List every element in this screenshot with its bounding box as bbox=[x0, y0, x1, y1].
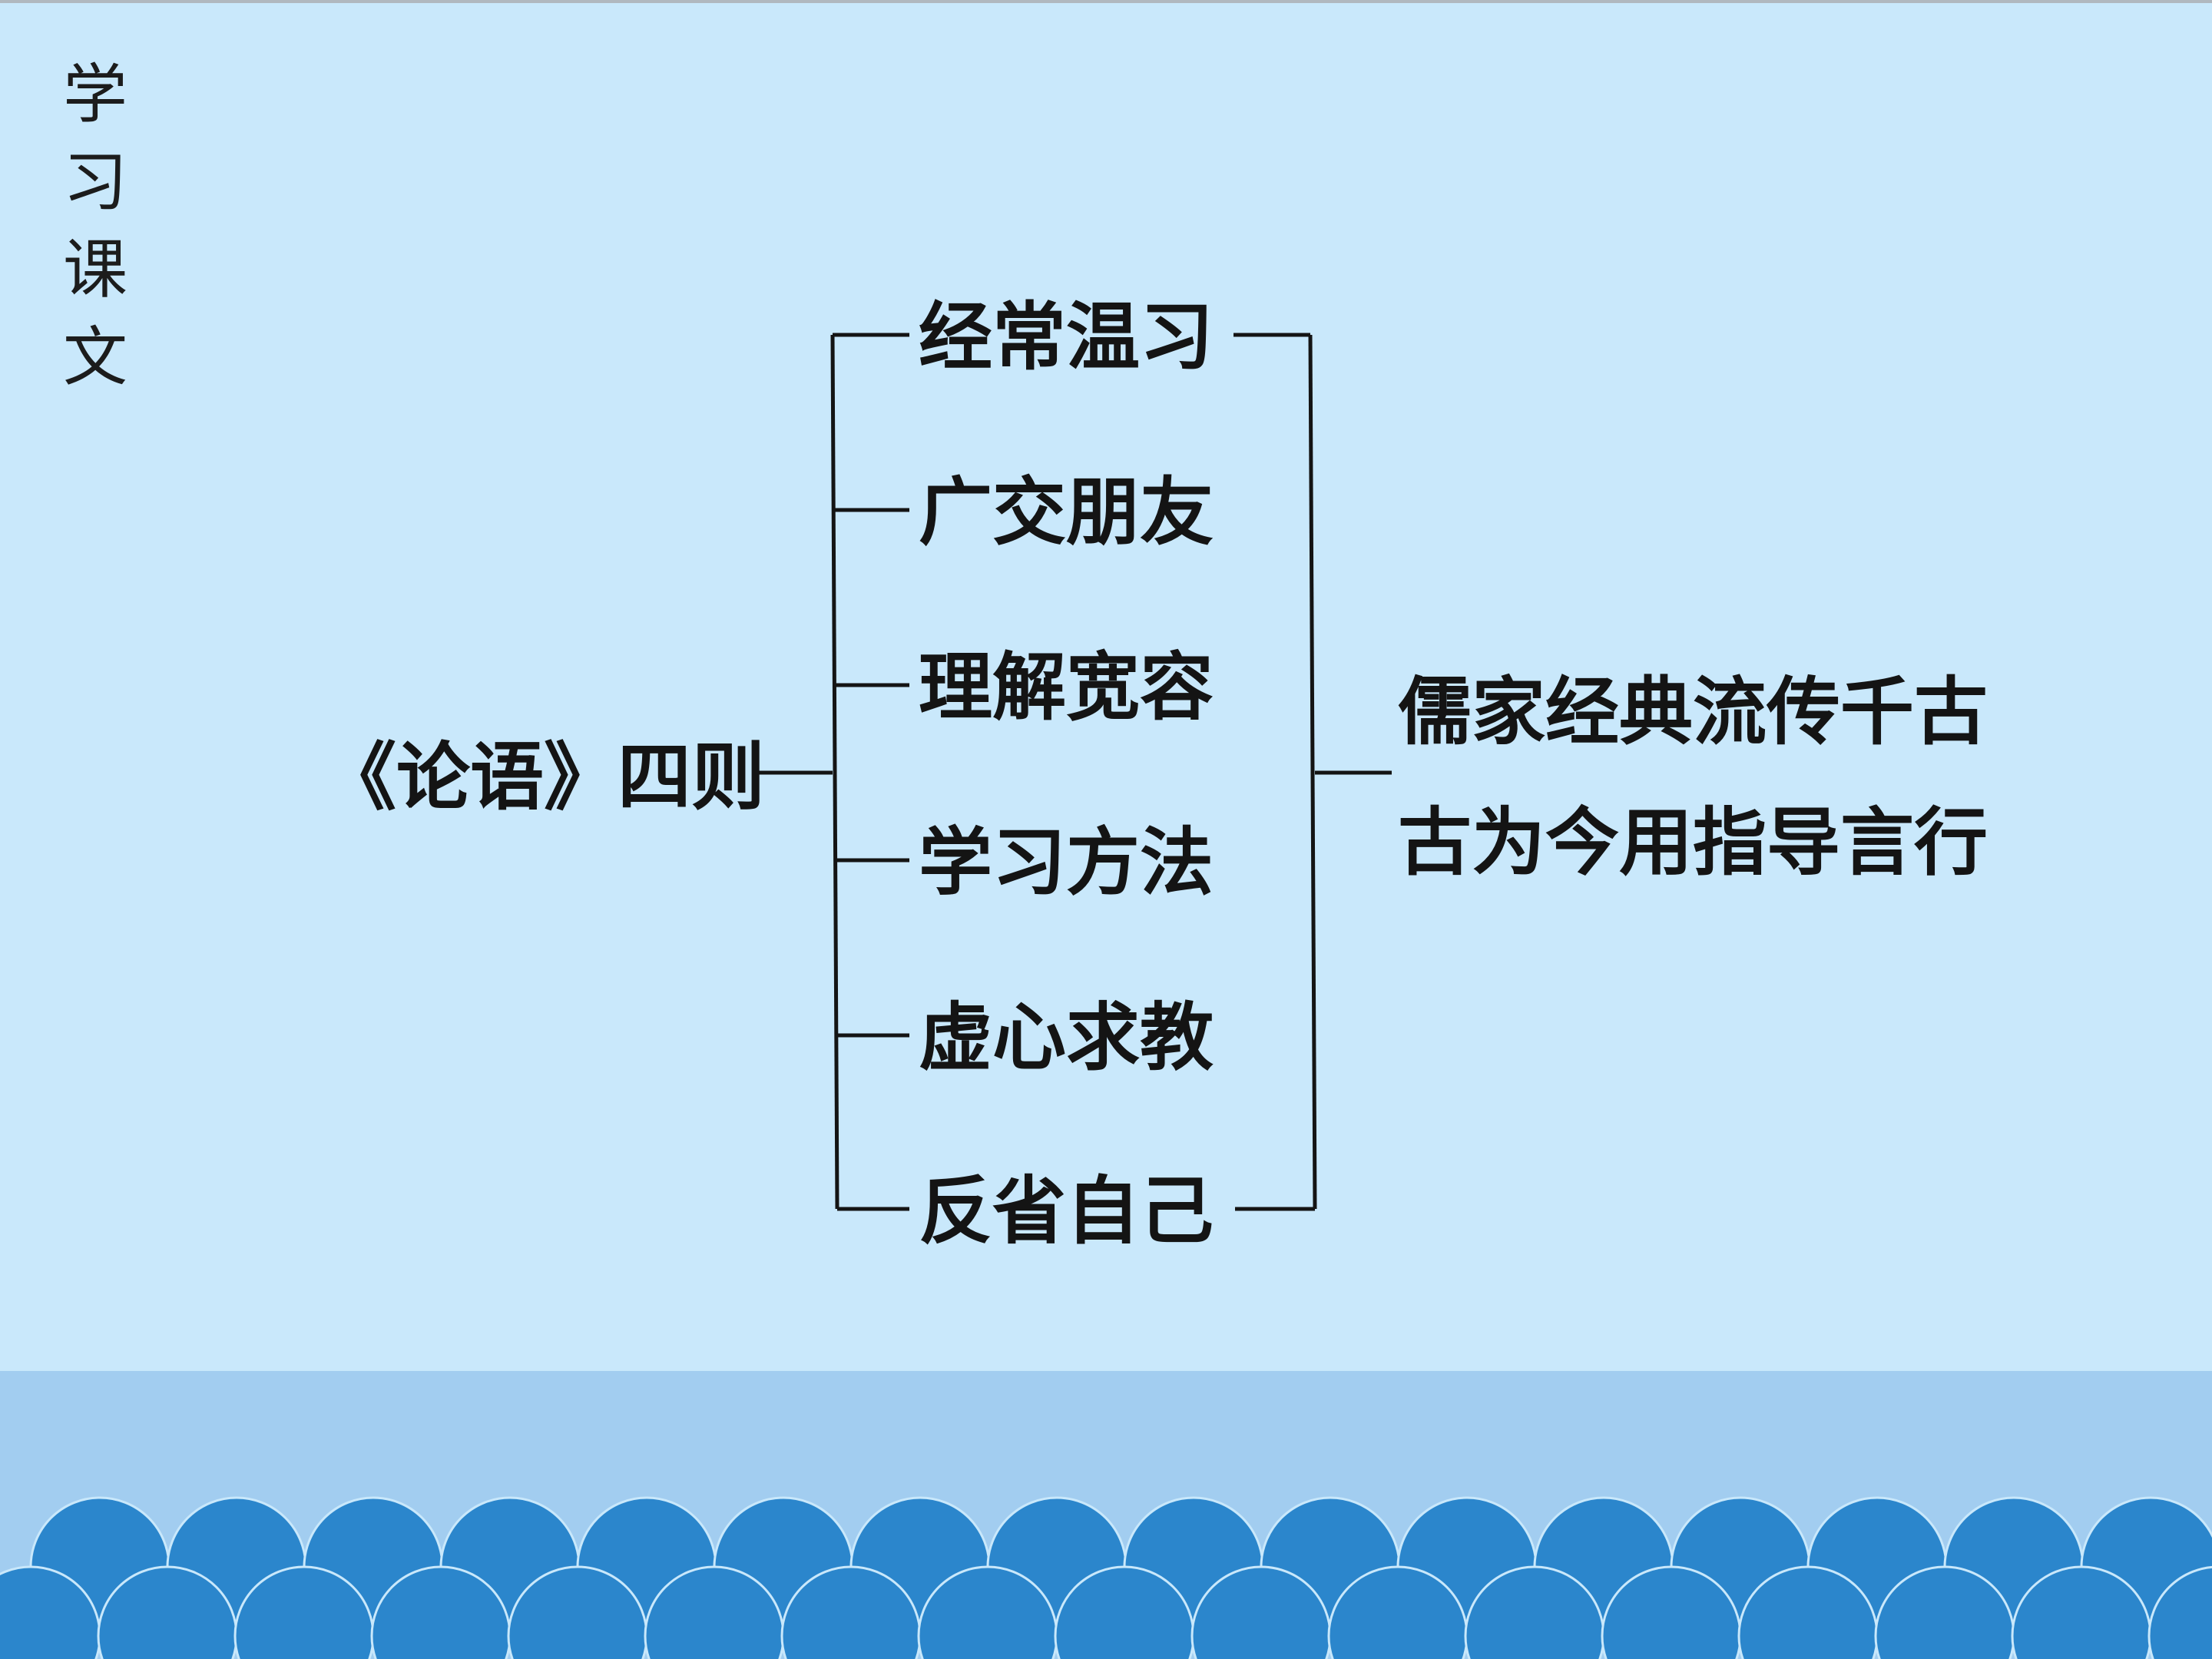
section-label: 学 习 课 文 bbox=[57, 51, 134, 401]
top-border bbox=[0, 0, 2212, 3]
wave-scallop bbox=[2147, 1565, 2212, 1659]
section-label-char: 学 bbox=[62, 57, 127, 132]
section-label-char: 课 bbox=[62, 232, 127, 307]
right-bracket bbox=[1308, 334, 1317, 1210]
branch-label: 学习方法 bbox=[919, 820, 1214, 906]
summary-line: 古为今用指导言行 bbox=[1398, 800, 1988, 886]
branch-label: 广交朋友 bbox=[919, 469, 1214, 555]
concept-diagram: 《论语》四则 经常温习 广交朋友 理解宽容 学习方法 虚心求教 反省自己 儒家经… bbox=[323, 294, 1988, 1254]
branch-label: 经常温习 bbox=[919, 294, 1214, 380]
branch-label: 理解宽容 bbox=[919, 644, 1214, 730]
diagram-root: 《论语》四则 bbox=[323, 734, 765, 820]
section-label-char: 文 bbox=[62, 320, 127, 395]
left-bracket bbox=[830, 334, 839, 1210]
branch-label: 反省自己 bbox=[919, 1168, 1214, 1254]
branch-label: 虚心求教 bbox=[919, 995, 1214, 1081]
wave-row-bottom bbox=[0, 1565, 2212, 1659]
summary-line: 儒家经典流传千古 bbox=[1398, 669, 1988, 755]
section-label-char: 习 bbox=[62, 144, 127, 220]
